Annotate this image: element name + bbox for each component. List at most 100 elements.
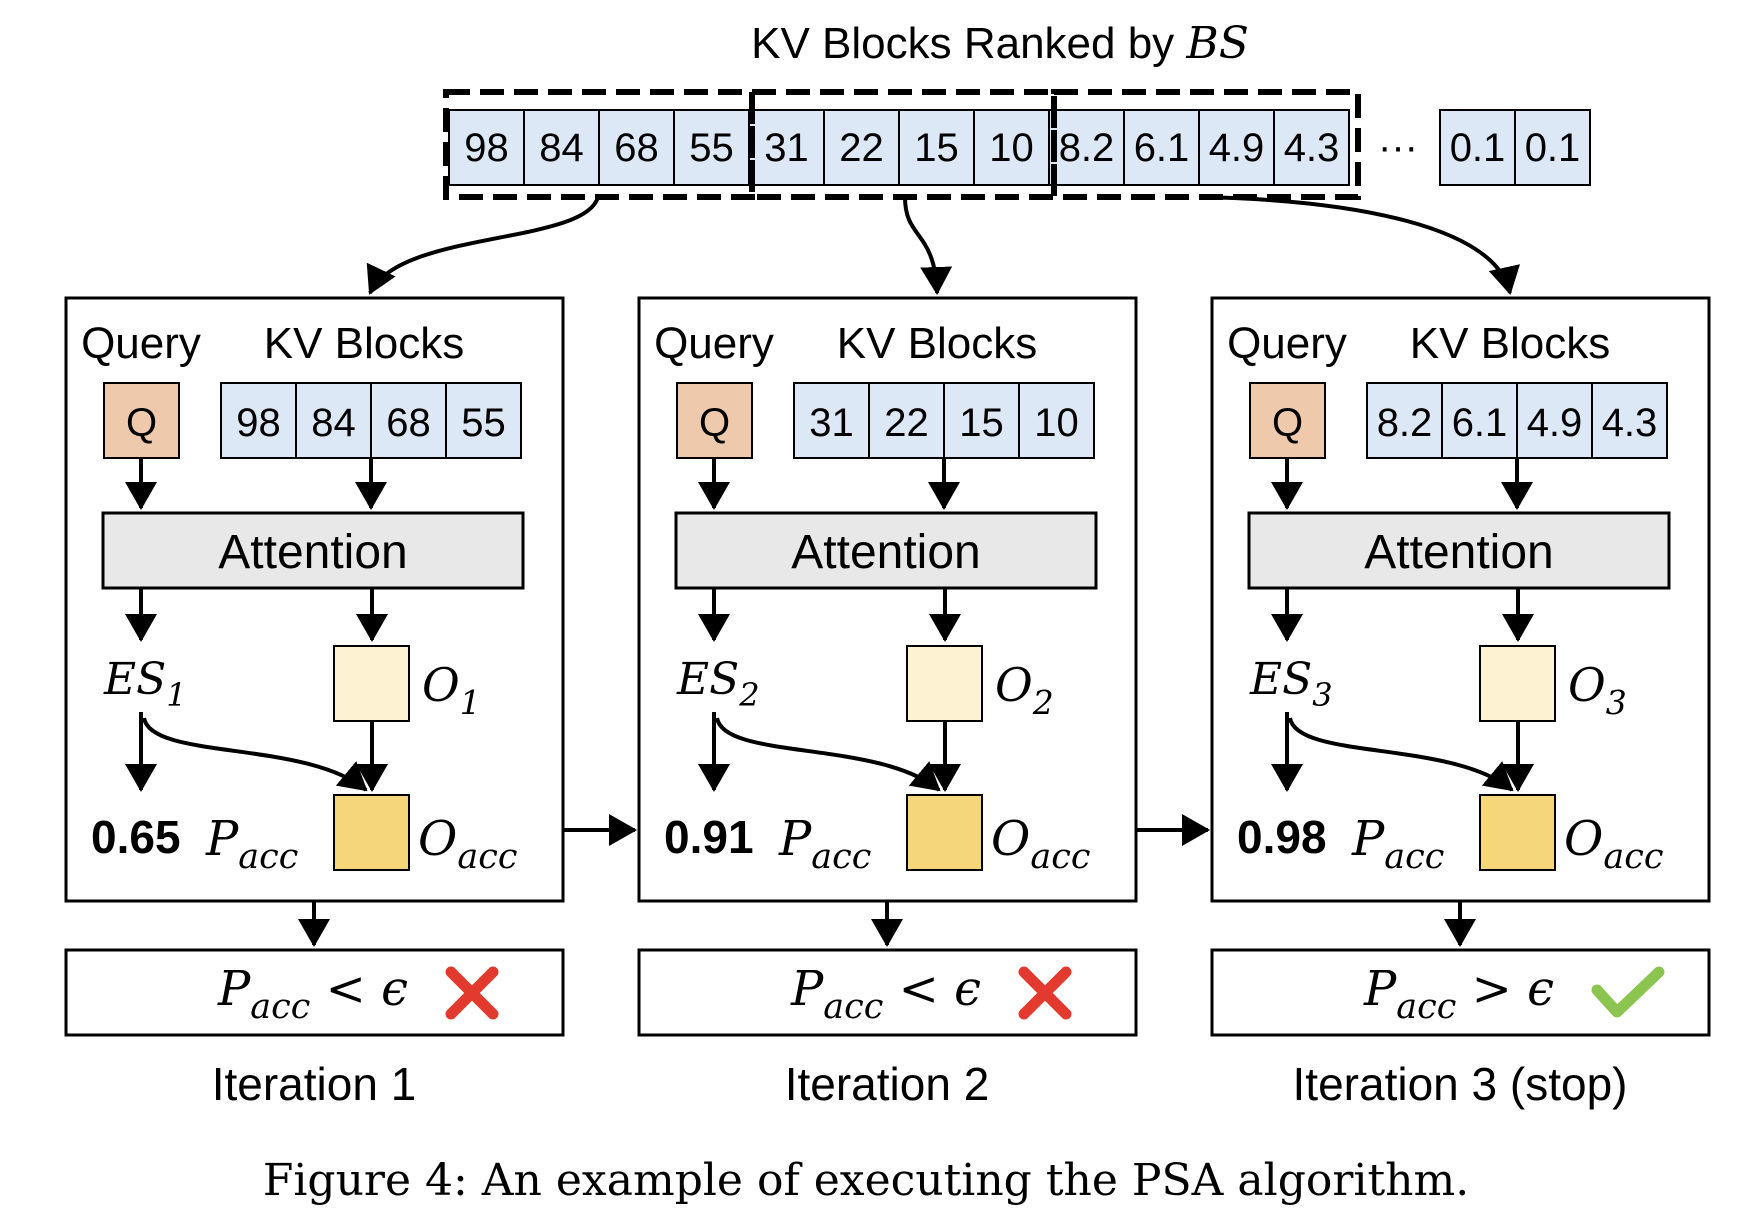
kv-block-value: 55 <box>461 401 506 445</box>
attention-box <box>1247 511 1671 590</box>
pacc-label: Pacc <box>1351 811 1444 877</box>
ranked-title-var: BS <box>1185 18 1248 69</box>
accumulated-output-label-main: O <box>1564 811 1603 867</box>
condition-epsilon: ϵ <box>1527 961 1554 1017</box>
ranked-block <box>598 109 675 186</box>
kv-block <box>295 382 372 459</box>
output-label: O1 <box>422 658 481 722</box>
kv-block <box>445 382 522 459</box>
tail-block-value: 0.1 <box>1525 126 1581 170</box>
condition-subscript: acc <box>1396 987 1456 1027</box>
pacc-label-subscript: acc <box>811 837 871 877</box>
kv-block-value: 68 <box>386 401 431 445</box>
accumulated-output-label: Oacc <box>418 811 517 877</box>
condition-p: P <box>217 961 251 1017</box>
es-label-main: ES <box>103 654 166 705</box>
ranked-block-value: 6.1 <box>1134 126 1190 170</box>
kv-block <box>1018 382 1095 459</box>
es-label-subscript: 2 <box>738 676 759 714</box>
cross-icon <box>445 966 499 1020</box>
ranked-block <box>1273 109 1350 186</box>
output-label: O2 <box>995 658 1054 722</box>
figure-caption: Figure 4: An example of executing the PS… <box>263 1155 1469 1206</box>
output-label-subscript: 3 <box>1606 683 1627 722</box>
accumulated-output-label-subscript: acc <box>1603 837 1663 877</box>
es-to-oacc-arrow <box>1288 717 1514 792</box>
tail-block <box>1439 109 1516 186</box>
kv-blocks-label: KV Blocks <box>837 319 1038 368</box>
accumulated-output-label-subscript: acc <box>457 837 517 877</box>
cross-icon-stroke <box>1018 966 1072 1020</box>
tail-block-value: 0.1 <box>1450 126 1506 170</box>
condition-box <box>1210 948 1711 1037</box>
accumulated-output-label: Oacc <box>1564 811 1663 877</box>
ranked-block <box>1123 109 1200 186</box>
accumulated-output-label-main: O <box>418 811 457 867</box>
pacc-value: 0.91 <box>664 811 754 863</box>
query-box-label: Q <box>126 401 157 445</box>
pacc-label-main: P <box>1351 811 1385 867</box>
kv-block-value: 15 <box>959 401 1004 445</box>
accumulated-output-label: Oacc <box>991 811 1090 877</box>
output-label-subscript: 2 <box>1032 683 1054 722</box>
output-box <box>333 645 410 722</box>
output-label-subscript: 1 <box>460 683 481 722</box>
ranked-block-value: 22 <box>839 126 884 170</box>
kv-block <box>868 382 945 459</box>
kv-block-value: 22 <box>884 401 929 445</box>
kv-block-value: 8.2 <box>1377 401 1433 445</box>
query-label: Query <box>1227 319 1347 368</box>
kv-block-value: 10 <box>1034 401 1079 445</box>
ranked-block <box>898 109 975 186</box>
accumulated-output-box <box>906 794 983 871</box>
condition-subscript: acc <box>250 987 310 1027</box>
es-to-oacc-arrow <box>715 717 941 792</box>
ranked-block <box>973 109 1050 186</box>
es-label-main: ES <box>676 654 739 705</box>
output-box <box>1479 645 1556 722</box>
output-label: O3 <box>1568 658 1627 722</box>
attention-box <box>101 511 525 590</box>
kv-block-value: 98 <box>236 401 281 445</box>
kv-block-value: 31 <box>809 401 854 445</box>
output-label-main: O <box>1568 658 1606 712</box>
kv-block-value: 4.3 <box>1602 401 1658 445</box>
ranked-block-value: 10 <box>989 126 1034 170</box>
pacc-value: 0.65 <box>91 811 181 863</box>
accumulated-output-label-main: O <box>991 811 1030 867</box>
condition-epsilon: ϵ <box>954 961 981 1017</box>
pacc-value: 0.98 <box>1237 811 1327 863</box>
output-label-main: O <box>995 658 1033 712</box>
cross-icon <box>1018 966 1072 1020</box>
ranked-block-value: 55 <box>689 126 734 170</box>
accumulated-output-box <box>333 794 410 871</box>
query-box-label: Q <box>1272 401 1303 445</box>
kv-block-value: 6.1 <box>1452 401 1508 445</box>
query-box <box>103 382 180 459</box>
condition-p: P <box>1363 961 1397 1017</box>
query-box <box>676 382 753 459</box>
ranked-block-value: 31 <box>764 126 809 170</box>
kv-block <box>1591 382 1668 459</box>
pacc-label-subscript: acc <box>238 837 298 877</box>
condition-subscript: acc <box>823 987 883 1027</box>
condition-expression: Pacc < ϵ <box>217 961 408 1027</box>
pacc-label-main: P <box>205 811 239 867</box>
ranked-block-value: 8.2 <box>1059 126 1115 170</box>
condition-operator: < <box>310 961 381 1017</box>
ranked-block-value: 84 <box>539 126 584 170</box>
selection-arrows <box>366 195 1520 295</box>
ranked-block <box>523 109 600 186</box>
pacc-label-subscript: acc <box>1384 837 1444 877</box>
accumulated-output-label-subscript: acc <box>1030 837 1090 877</box>
kv-block <box>1516 382 1593 459</box>
kv-blocks-label: KV Blocks <box>1410 319 1611 368</box>
query-box-label: Q <box>699 401 730 445</box>
ranked-title-prefix: KV Blocks Ranked by <box>751 19 1186 68</box>
es-label: ES1 <box>103 654 187 714</box>
